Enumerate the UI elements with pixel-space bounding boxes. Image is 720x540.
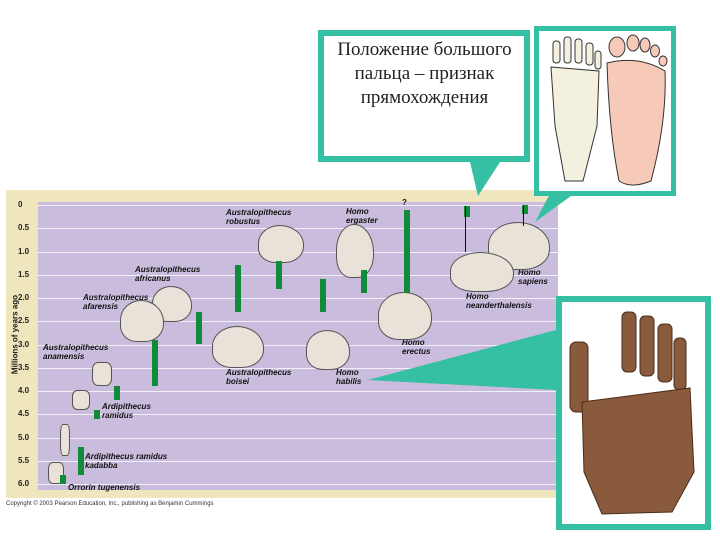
fossil-foot-photo bbox=[562, 302, 705, 524]
bone-ramidus bbox=[72, 390, 90, 410]
bone-kadabba bbox=[60, 424, 70, 456]
gridline-5 bbox=[38, 321, 558, 323]
y-tick-4: 2.0 bbox=[18, 293, 30, 302]
label-ar-ramidus: Ardipithecus ramidus bbox=[102, 402, 151, 420]
range-bar-homo-erectus bbox=[404, 209, 410, 294]
foot-illustration bbox=[539, 31, 671, 191]
copyright-note: Copyright © 2003 Pearson Education, Inc.… bbox=[6, 501, 214, 507]
toe-bone-3 bbox=[574, 38, 583, 64]
toe-print-1 bbox=[608, 36, 626, 58]
stem-neanderthalensis bbox=[465, 206, 466, 252]
callout-text: Положение большого пальца – признак прям… bbox=[337, 39, 512, 108]
label-orrorin: Orrorin tugenensis bbox=[68, 483, 141, 492]
label-h-erectus: Homo erectus bbox=[402, 338, 431, 356]
range-bar-ardipithecus-ramidus-kadabba bbox=[78, 446, 84, 475]
y-tick-10: 5.0 bbox=[18, 432, 30, 442]
y-tick-7: 3.5 bbox=[18, 362, 30, 372]
toe-bone-4 bbox=[585, 42, 594, 66]
fossil-foot-body bbox=[581, 387, 695, 515]
skull-habilis bbox=[306, 330, 350, 370]
skull-afarensis bbox=[120, 300, 164, 342]
label-h-neanderthalensis: Homo neanderthalensis bbox=[466, 292, 532, 310]
fossil-drawing bbox=[569, 311, 695, 515]
fossil-toe-1 bbox=[621, 311, 637, 373]
y-tick-2: 1.0 bbox=[18, 246, 30, 256]
skull-boisei bbox=[212, 326, 264, 368]
foot-sole bbox=[606, 59, 666, 186]
y-tick-8: 4.0 bbox=[18, 386, 30, 395]
skull-robustus bbox=[258, 225, 304, 263]
toe-print-4 bbox=[650, 44, 660, 58]
label-h-ergaster: Homo ergaster bbox=[346, 207, 378, 225]
y-tick-9: 4.5 bbox=[18, 409, 30, 419]
stem-sapiens bbox=[523, 206, 524, 226]
gridline-11 bbox=[38, 460, 558, 462]
toe-bone-5 bbox=[594, 50, 602, 70]
gridline-4 bbox=[38, 298, 558, 299]
toe-print-3 bbox=[639, 37, 651, 53]
gridline-1 bbox=[38, 228, 558, 230]
range-bar-homo-ergaster bbox=[361, 270, 367, 294]
fossil-toe-2 bbox=[639, 315, 655, 377]
toe-print-2 bbox=[626, 34, 640, 52]
range-bar-homo-habilis bbox=[320, 279, 326, 312]
fossil-toe-3 bbox=[657, 323, 673, 383]
label-h-habilis: Homo habilis bbox=[336, 368, 362, 386]
skull-erectus bbox=[378, 292, 432, 340]
y-tick-5: 2.5 bbox=[18, 316, 30, 326]
y-tick-1: 0.5 bbox=[18, 223, 30, 233]
fossil-big-toe bbox=[569, 341, 589, 413]
skull-ergaster bbox=[336, 224, 374, 278]
y-tick-12: 6.0 bbox=[18, 479, 30, 488]
gridline-0 bbox=[38, 205, 558, 206]
foot-skeleton-body bbox=[550, 66, 600, 182]
y-tick-6: 3.0 bbox=[18, 339, 30, 349]
gridline-9 bbox=[38, 414, 558, 416]
range-bar-orrorin-tugenensis bbox=[60, 474, 66, 484]
toe-bone-2 bbox=[563, 36, 572, 64]
label-a-afarensis: Australopithecus afarensis bbox=[83, 293, 149, 311]
label-h-sapiens: Homo sapiens bbox=[518, 268, 548, 286]
gridline-8 bbox=[38, 391, 558, 392]
bone-anamensis bbox=[92, 362, 112, 386]
question-mark: ? bbox=[402, 198, 407, 207]
range-bar-australopithecus-boisei bbox=[235, 265, 241, 312]
toe-print-5 bbox=[658, 55, 668, 67]
gridline-3 bbox=[38, 274, 558, 276]
y-tick-3: 1.5 bbox=[18, 269, 30, 279]
range-bar-homo-sapiens bbox=[522, 205, 528, 215]
gridline-10 bbox=[38, 437, 558, 439]
foot-drawing bbox=[550, 34, 668, 186]
label-ar-kadabba: Ardipithecus ramidus kadabba bbox=[85, 452, 168, 470]
gridline-12 bbox=[38, 484, 558, 485]
range-bar-australopithecus-africanus bbox=[196, 311, 202, 345]
range-bar-australopithecus-afarensis bbox=[152, 339, 158, 387]
label-a-boisei: Australopithecus boisei bbox=[226, 368, 292, 386]
y-axis-label: Millions of years ago bbox=[10, 294, 20, 375]
range-bar-ardipithecus-ramidus bbox=[94, 409, 100, 419]
label-a-robustus: Australopithecus robustus bbox=[226, 208, 292, 226]
range-bar-australopithecus-robustus bbox=[276, 260, 282, 289]
y-tick-0: 0 bbox=[18, 200, 23, 209]
label-a-anamensis: Australopithecus anamensis bbox=[43, 343, 109, 361]
fossil-toe-4 bbox=[673, 337, 687, 391]
label-a-africanus: Australopithecus africanus bbox=[135, 265, 201, 283]
gridline-7 bbox=[38, 367, 558, 369]
gridline-6 bbox=[38, 344, 558, 346]
range-bar-homo-neanderthalensis bbox=[464, 206, 470, 217]
skull-neanderthalensis bbox=[450, 252, 514, 292]
toe-bone-1 bbox=[552, 40, 561, 64]
range-bar-australopithecus-anamensis bbox=[114, 386, 120, 401]
y-tick-11: 5.5 bbox=[18, 455, 30, 465]
